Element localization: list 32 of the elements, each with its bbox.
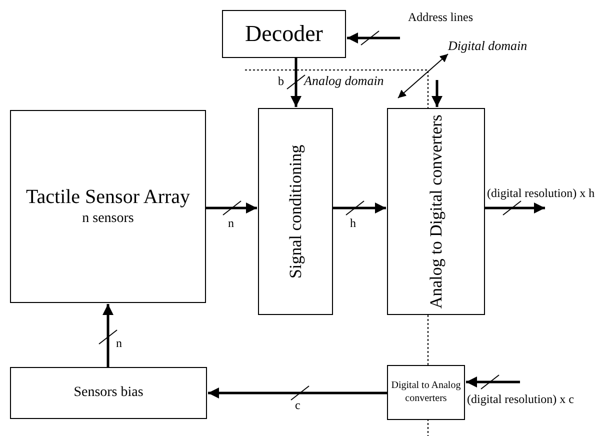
- block-label: Decoder: [245, 20, 323, 48]
- edge-label: b: [278, 74, 284, 89]
- block-box: [222, 10, 346, 58]
- edge-label: (digital resolution) x h: [487, 186, 595, 201]
- domain-label: Digital domain: [448, 38, 528, 54]
- block-label: Sensors bias: [74, 384, 144, 402]
- block-label: Analog to Digital converters: [425, 114, 446, 309]
- block-box: [387, 365, 465, 420]
- arrow: [290, 58, 302, 107]
- block-label: Digital to Analog converters: [390, 380, 462, 405]
- arrow: [333, 202, 386, 214]
- block-label: Signal conditioning: [284, 144, 306, 278]
- block-subtitle: n sensors: [82, 210, 134, 228]
- edge-label: n: [116, 336, 122, 351]
- edge-label: h: [350, 216, 356, 231]
- arrow: [206, 202, 257, 214]
- block-box: [387, 108, 485, 315]
- edge-label: (digital resolution) x c: [467, 392, 574, 407]
- block-box: [10, 110, 206, 303]
- arrow: [102, 304, 114, 367]
- arrow: [347, 32, 400, 44]
- arrow: [466, 376, 520, 388]
- arrow: [485, 202, 545, 214]
- edge-label: c: [295, 398, 300, 413]
- block-box: [10, 367, 207, 419]
- arrow: [432, 80, 442, 107]
- edge-label: Address lines: [408, 10, 473, 25]
- block-label: Tactile Sensor Array: [26, 185, 190, 210]
- edge-label: n: [228, 216, 234, 231]
- block-box: [258, 108, 333, 315]
- arrow: [208, 388, 387, 398]
- domain-label: Analog domain: [304, 73, 384, 90]
